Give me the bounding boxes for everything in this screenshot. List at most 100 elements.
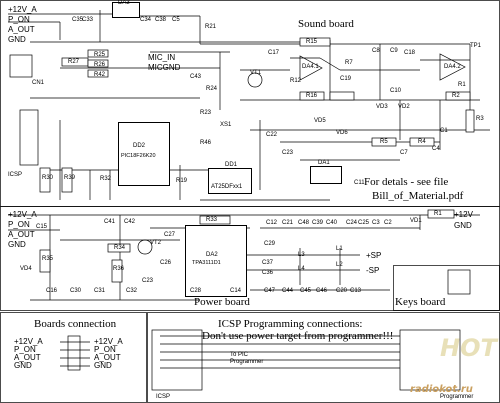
part: C7 — [400, 150, 408, 156]
icsp-title-line-1: ICSP Programming connections: — [218, 318, 363, 330]
amp-ref: DA2 — [206, 252, 218, 258]
conn-right-1: +12V_A — [94, 337, 123, 346]
part: R36 — [113, 266, 125, 272]
to-pic-line-1: To PIC — [230, 352, 249, 358]
part: C36 — [262, 270, 274, 276]
part: C5 — [172, 17, 180, 23]
power-pin-2: P_ON — [8, 220, 30, 229]
keys-board-title: Keys board — [395, 296, 446, 308]
conn-right-2: P_ON — [94, 345, 116, 354]
part: C28 — [190, 288, 202, 294]
part: C21 — [282, 220, 294, 226]
part: C30 — [70, 288, 82, 294]
out-gnd: GND — [454, 221, 472, 230]
part: C12 — [266, 220, 278, 226]
part: C33 — [82, 17, 94, 23]
part: R21 — [205, 24, 217, 30]
part: CN1 — [32, 80, 45, 86]
sound-pin-4: GND — [8, 35, 26, 44]
part: R32 — [100, 176, 112, 182]
part: R34 — [114, 245, 126, 251]
part: VD6 — [336, 130, 348, 136]
part: C23 — [142, 278, 154, 284]
out-12v: +12V — [454, 210, 473, 219]
part: C37 — [262, 260, 274, 266]
part: C42 — [124, 219, 136, 225]
part: R30 — [42, 175, 54, 181]
part: C43 — [190, 74, 202, 80]
part: L4 — [298, 266, 305, 272]
flash-chip: AT25DFxx1 — [208, 168, 252, 194]
part: C34 — [140, 17, 152, 23]
part: R42 — [94, 72, 106, 78]
part: C19 — [340, 76, 352, 82]
regulator-da3-ref: DA3 — [118, 0, 130, 6]
part: R4 — [418, 139, 426, 145]
opamp-1-symbol — [299, 55, 323, 81]
part: R5 — [380, 139, 388, 145]
part: R23 — [200, 110, 212, 116]
flash-ref: DD1 — [225, 162, 238, 168]
opamp-1-label: DA4.1 — [302, 64, 319, 70]
conn-left-2: P_ON — [14, 345, 36, 354]
out-plus-sp: +SP — [366, 251, 382, 260]
conn-left-3: A_OUT — [14, 353, 41, 362]
part: TP1 — [470, 43, 482, 49]
part: C31 — [94, 288, 106, 294]
icsp-title-line-2: Don't use power target from programmer!!… — [202, 330, 394, 342]
part: R46 — [200, 140, 212, 146]
part: R24 — [206, 86, 218, 92]
part: ICSP — [8, 172, 23, 178]
part: R7 — [345, 60, 353, 66]
out-minus-sp: -SP — [366, 266, 380, 275]
part: C10 — [390, 88, 402, 94]
sound-pin-2: P_ON — [8, 15, 30, 24]
sound-pin-3: A_OUT — [8, 25, 35, 34]
part: C23 — [282, 150, 294, 156]
part: R2 — [452, 93, 460, 99]
boards-connection-title: Boards connection — [34, 318, 117, 330]
part: C29 — [264, 241, 276, 247]
mic-gnd-label: MICGND — [148, 63, 181, 72]
details-line-1: For detals - see file — [364, 176, 449, 188]
part: C39 — [312, 220, 324, 226]
mcu-part: PIC18F26K20 — [121, 153, 156, 159]
part: C38 — [155, 17, 167, 23]
power-board-title: Power board — [194, 296, 250, 308]
part: R15 — [306, 39, 318, 45]
part: R3 — [476, 116, 484, 122]
part: R33 — [206, 217, 218, 223]
part: R35 — [42, 256, 54, 262]
part: C18 — [404, 50, 416, 56]
conn-left-4: GND — [14, 361, 32, 370]
part: C11 — [354, 180, 365, 186]
part: C20 — [336, 288, 348, 294]
part: VD5 — [314, 118, 326, 124]
opamp-2-label: DA4.2 — [444, 64, 461, 70]
flash-part: AT25DFxx1 — [211, 184, 243, 190]
regulator-ref: DA1 — [318, 160, 330, 166]
part: XS1 — [220, 122, 232, 128]
part: C35 — [72, 17, 84, 23]
vt2-label: VT2 — [150, 240, 162, 246]
part: C47 — [264, 288, 276, 294]
part: C25 — [358, 220, 370, 226]
part: R12 — [290, 78, 302, 84]
part: C16 — [46, 288, 58, 294]
part: R19 — [176, 178, 188, 184]
part: C17 — [268, 50, 280, 56]
icsp-left-label: ICSP — [156, 394, 171, 400]
part: VD3 — [376, 104, 388, 110]
part: L3 — [298, 252, 305, 258]
part: R26 — [94, 62, 106, 68]
part: C13 — [350, 288, 362, 294]
mcu-chip: DD2 PIC18F26K20 — [118, 122, 170, 186]
conn-right-4: GND — [94, 361, 112, 370]
opamp-2-symbol — [439, 53, 466, 81]
amp-part: TPA3111D1 — [192, 260, 221, 266]
part: C8 — [372, 48, 380, 54]
conn-left-1: +12V_A — [14, 337, 43, 346]
part: VD2 — [398, 104, 410, 110]
part: C46 — [316, 288, 328, 294]
vt1-symbol — [247, 72, 263, 88]
